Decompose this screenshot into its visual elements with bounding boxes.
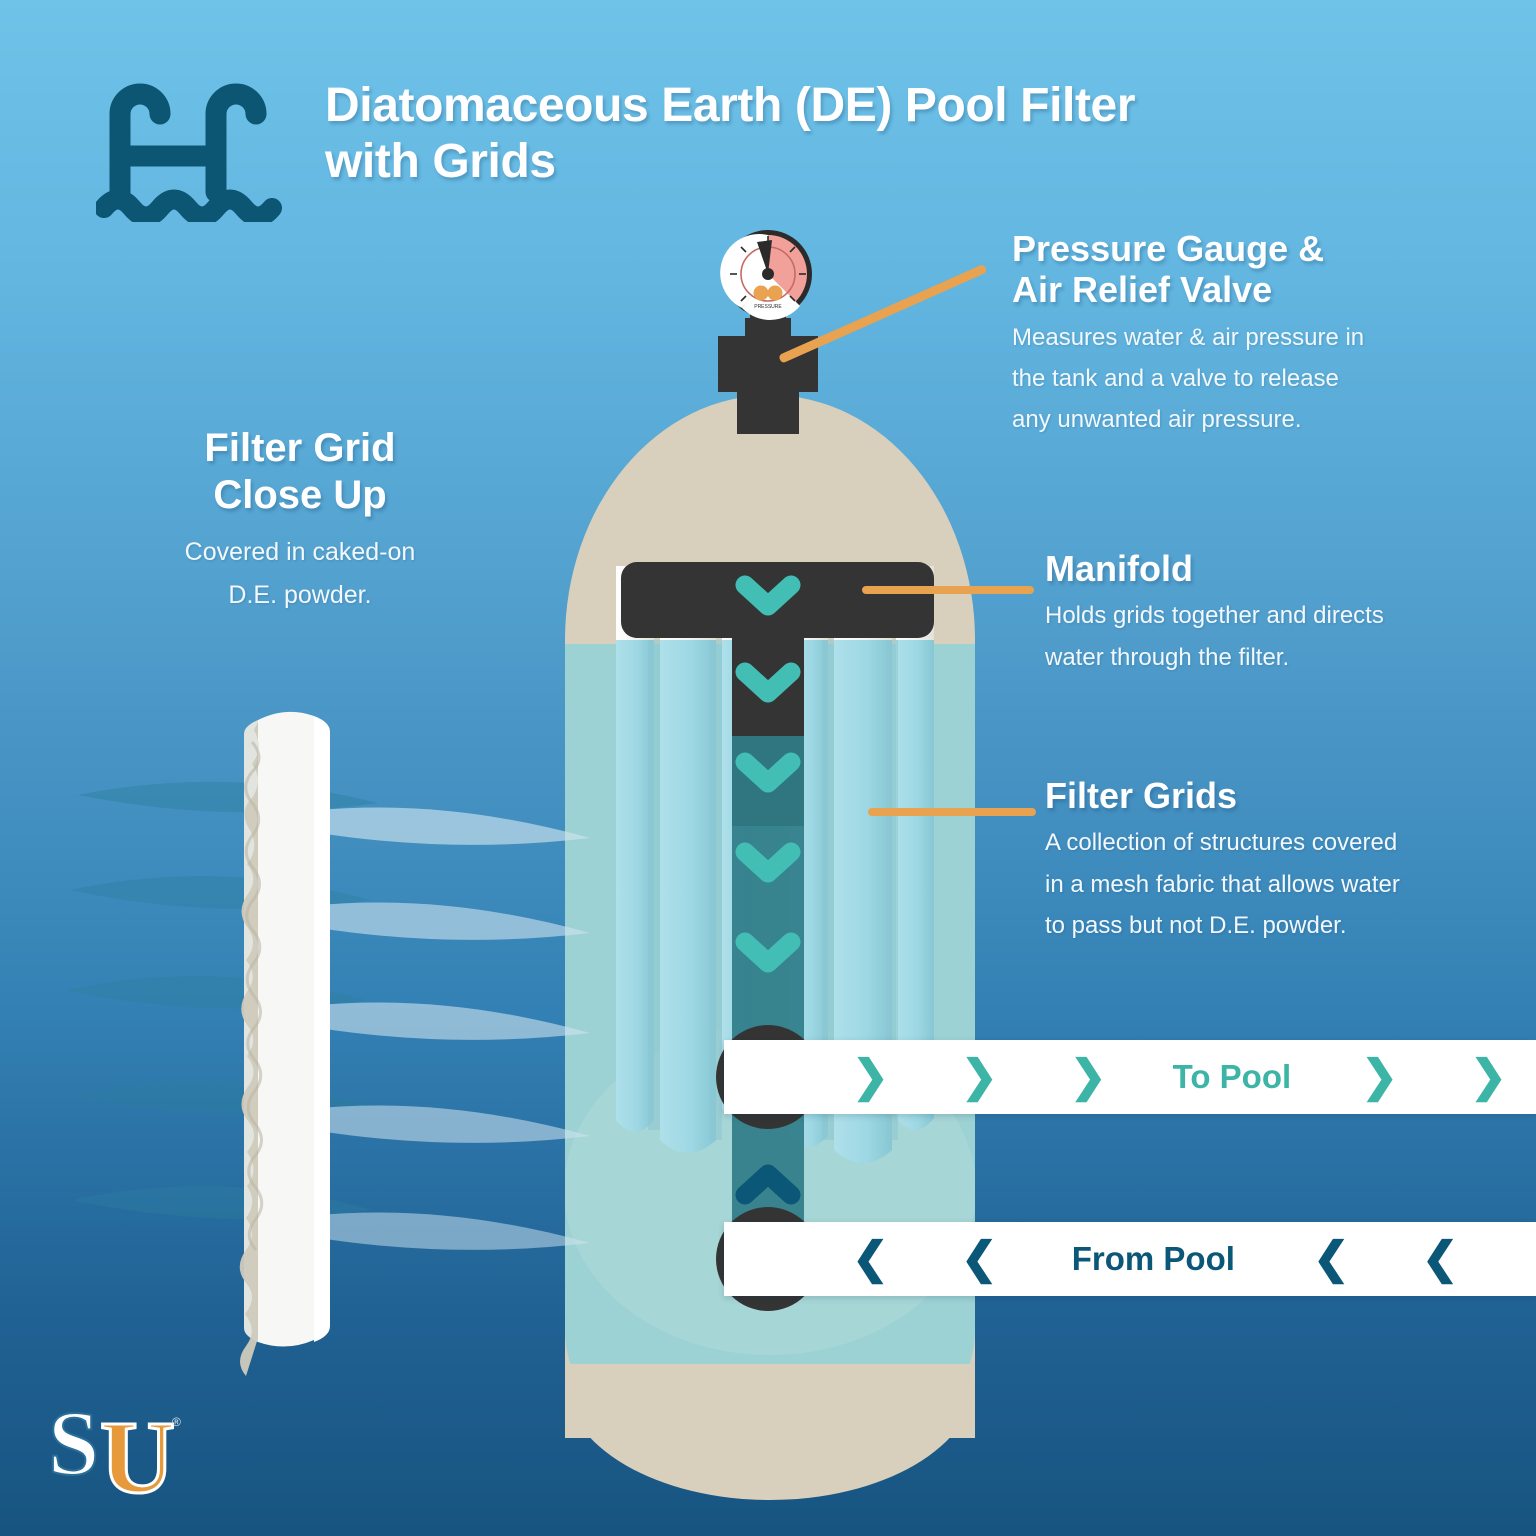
from-pool-chevron-icon: ❮ [960,1234,998,1283]
page-title-line2: with Grids [325,135,556,189]
su-logo: S U ® [48,1392,181,1510]
page-title-line1: Diatomaceous Earth (DE) Pool Filter [325,79,1136,132]
from-pool-label: From Pool [1071,1240,1235,1277]
body-line-1: Holds grids together and directs [1045,602,1384,630]
leader-line-manifold [862,586,1034,594]
callout-manifold-body: Holds grids together and directs water t… [1045,595,1485,678]
page-title: Diatomaceous Earth (DE) Pool Filter with… [325,78,1445,190]
filter-grid-closeup-heading: Filter Grid Close Up [95,425,505,519]
heading-line-2: Air Relief Valve [1012,269,1273,311]
to-pool-flow-bar: ❯ ❯ ❯ To Pool ❯ ❯ [724,1040,1536,1114]
to-pool-label: To Pool [1172,1058,1292,1095]
to-pool-chevron-icon: ❯ [960,1052,998,1101]
heading-line-1: Filter Grid [204,426,396,470]
su-logo-s: S [48,1392,99,1494]
callout-manifold: Manifold Holds grids together and direct… [1045,548,1485,678]
gauge-face-label: PRESSURE [754,304,782,310]
flow-chevron-up-group [735,1164,801,1205]
heading-line-1: Pressure Gauge & [1012,228,1325,269]
from-pool-flow-bar: ❮ ❮ From Pool ❮ ❮ [724,1222,1536,1296]
flow-chevron-down-icon [735,575,801,616]
pressure-gauge-icon: PRESSURE [720,230,812,320]
su-logo-trademark: ® [172,1415,181,1429]
flow-chevron-down-icon [735,662,801,703]
body-line-1: Measures water & air pressure in [1012,323,1365,351]
callout-filter-grids: Filter Grids A collection of structures … [1045,775,1495,946]
leader-line-filter-grids [868,808,1036,816]
to-pool-chevron-icon: ❯ [1470,1052,1507,1101]
body-line-2: D.E. powder. [228,580,372,609]
callout-pressure-gauge: Pressure Gauge & Air Relief Valve Measur… [1012,228,1472,441]
from-pool-chevron-icon: ❮ [1312,1234,1350,1283]
callout-manifold-heading: Manifold [1045,548,1193,589]
from-pool-chevron-icon: ❮ [852,1234,889,1283]
su-logo-u: U [100,1400,175,1510]
from-pool-chevron-icon: ❮ [1421,1234,1459,1283]
filter-grid-closeup-body: Covered in caked-on D.E. powder. [95,531,505,616]
body-line-2: water through the filter. [1045,643,1290,671]
to-pool-chevron-icon: ❯ [1069,1052,1107,1101]
heading-line-2: Close Up [213,473,387,518]
flow-chevron-down-icon [735,752,801,793]
flow-chevron-down-icon [735,932,801,973]
flow-chevron-up-icon [735,1164,801,1205]
callout-filter-grids-heading: Filter Grids [1045,775,1238,816]
filter-grid-closeup [66,711,590,1376]
callout-pressure-gauge-heading: Pressure Gauge & Air Relief Valve [1012,228,1472,311]
to-pool-chevron-icon: ❯ [1361,1052,1399,1101]
body-line-2: the tank and a valve to release [1012,365,1339,393]
body-line-1: Covered in caked-on [184,538,416,567]
flow-chevron-down-group [735,575,801,973]
pool-ladder-icon [96,83,282,222]
body-line-3: any unwanted air pressure. [1012,406,1302,434]
body-line-3: to pass but not D.E. powder. [1045,911,1347,939]
body-line-2: in a mesh fabric that allows water [1045,870,1400,898]
callout-filter-grids-body: A collection of structures covered in a … [1045,822,1495,946]
callout-pressure-gauge-body: Measures water & air pressure in the tan… [1012,317,1472,441]
to-pool-chevron-icon: ❯ [852,1052,889,1101]
filter-grid-closeup-text: Filter Grid Close Up Covered in caked-on… [95,425,505,616]
body-line-1: A collection of structures covered [1045,829,1398,857]
flow-chevron-down-icon [735,842,801,883]
